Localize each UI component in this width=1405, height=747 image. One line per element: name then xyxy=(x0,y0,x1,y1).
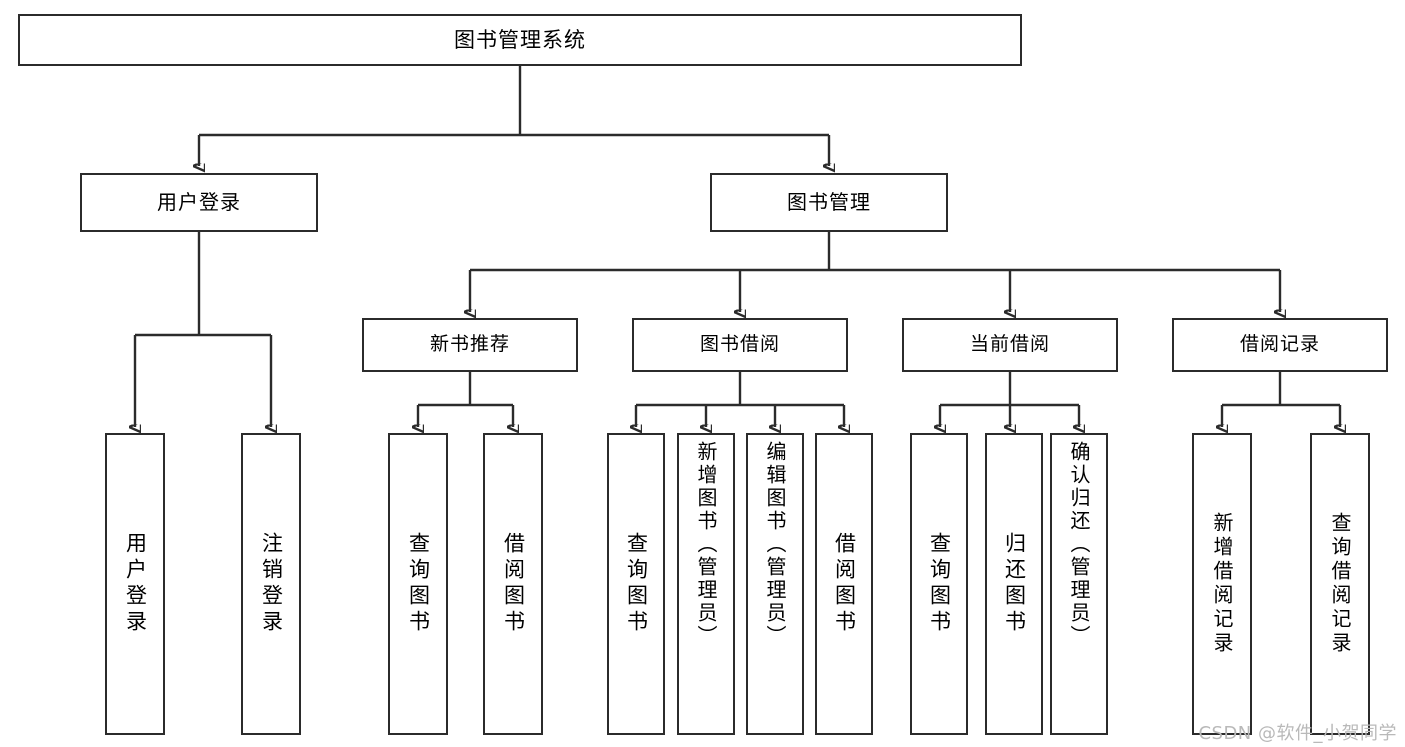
leaf-label: 查询图书 xyxy=(927,532,952,636)
leaf-borrow-book-1[interactable]: 借阅图书 xyxy=(483,433,543,735)
leaf-borrow-book-2[interactable]: 借阅图书 xyxy=(815,433,873,735)
leaf-label: 新增借阅记录 xyxy=(1210,512,1234,656)
node-new-book-recommend[interactable]: 新书推荐 xyxy=(362,318,578,372)
leaf-query-record[interactable]: 查询借阅记录 xyxy=(1310,433,1370,735)
node-user-login[interactable]: 用户登录 xyxy=(80,173,318,232)
node-label: 图书管理 xyxy=(787,190,871,214)
node-label: 当前借阅 xyxy=(969,333,1050,356)
node-current-borrow[interactable]: 当前借阅 xyxy=(902,318,1118,372)
node-book-borrow[interactable]: 图书借阅 xyxy=(632,318,848,372)
leaf-label: 借阅图书 xyxy=(501,532,526,636)
leaf-label: 注销登录 xyxy=(259,532,284,636)
leaf-add-record[interactable]: 新增借阅记录 xyxy=(1192,433,1252,735)
leaf-query-book-2[interactable]: 查询图书 xyxy=(607,433,665,735)
csdn-watermark: CSDN @软件_小贺同学 xyxy=(1198,723,1397,744)
leaf-return-book[interactable]: 归还图书 xyxy=(985,433,1043,735)
leaf-edit-book-admin[interactable]: 编辑图书（管理员） xyxy=(746,433,804,735)
leaf-query-book-3[interactable]: 查询图书 xyxy=(910,433,968,735)
node-label: 用户登录 xyxy=(157,190,241,214)
leaf-label: 用户登录 xyxy=(123,532,148,636)
leaf-label: 归还图书 xyxy=(1002,532,1027,636)
node-book-manage[interactable]: 图书管理 xyxy=(710,173,948,232)
leaf-label: 确认归还（管理员） xyxy=(1067,441,1091,648)
leaf-label: 新增图书（管理员） xyxy=(694,441,718,648)
leaf-query-book-1[interactable]: 查询图书 xyxy=(388,433,448,735)
leaf-user-login[interactable]: 用户登录 xyxy=(105,433,165,735)
leaf-label: 编辑图书（管理员） xyxy=(763,441,787,648)
leaf-label: 查询借阅记录 xyxy=(1328,512,1352,656)
leaf-add-book-admin[interactable]: 新增图书（管理员） xyxy=(677,433,735,735)
leaf-logout-login[interactable]: 注销登录 xyxy=(241,433,301,735)
leaf-label: 查询图书 xyxy=(624,532,649,636)
node-label: 图书借阅 xyxy=(699,333,780,356)
leaf-confirm-return[interactable]: 确认归还（管理员） xyxy=(1050,433,1108,735)
node-label: 新书推荐 xyxy=(429,333,510,356)
node-root-book-management-system[interactable]: 图书管理系统 xyxy=(18,14,1022,66)
node-borrow-record[interactable]: 借阅记录 xyxy=(1172,318,1388,372)
leaf-label: 借阅图书 xyxy=(832,532,857,636)
node-label: 借阅记录 xyxy=(1239,333,1320,356)
node-label: 图书管理系统 xyxy=(454,27,586,52)
leaf-label: 查询图书 xyxy=(406,532,431,636)
